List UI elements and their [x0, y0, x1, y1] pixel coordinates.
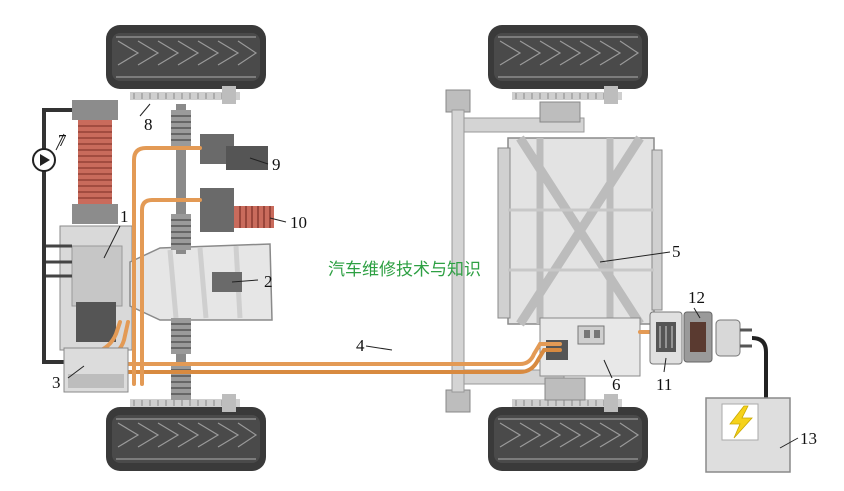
- callout-3: 3: [52, 373, 61, 392]
- lightning-icon: [729, 405, 753, 439]
- callout-5: 5: [672, 242, 681, 261]
- rear-left-tire: [105, 406, 267, 472]
- brake-disc-fr: [511, 86, 623, 104]
- callout-1: 1: [120, 207, 129, 226]
- onboard-charger: [200, 188, 274, 232]
- brake-disc-fl: [129, 86, 241, 104]
- callout-10: 10: [290, 213, 307, 232]
- callout-8: 8: [144, 115, 153, 134]
- callout-9: 9: [272, 155, 281, 174]
- watermark-text: 汽车维修技术与知识: [328, 260, 481, 280]
- callout-2: 2: [264, 272, 273, 291]
- front-right-tire: [487, 24, 649, 90]
- callout-4: 4: [356, 336, 365, 355]
- callout-13: 13: [800, 429, 817, 448]
- rear-inverter: [539, 317, 641, 377]
- callout-12: 12: [688, 288, 705, 307]
- hv-junction-box: [63, 347, 129, 393]
- callout-6: 6: [612, 375, 621, 394]
- hv-cables: [68, 146, 654, 386]
- leader-lines: [55, 103, 799, 449]
- pump-icon: [32, 148, 56, 172]
- charging-socket: [649, 311, 683, 365]
- cooling-radiator: [72, 100, 118, 224]
- callout-11: 11: [656, 375, 672, 394]
- rear-right-tire: [487, 406, 649, 472]
- brake-disc-rl: [129, 394, 241, 412]
- front-motor: [46, 225, 133, 351]
- coolant-line: [42, 108, 72, 364]
- charging-connector: [683, 311, 752, 363]
- front-drive-shaft: [170, 104, 192, 401]
- chassis-frame: [445, 89, 586, 413]
- callout-7: 7: [58, 131, 67, 150]
- rear-motor-housing: [497, 135, 663, 327]
- front-left-tire: [105, 24, 267, 90]
- dc-dc-converter: [200, 134, 268, 170]
- charging-station: [705, 397, 791, 473]
- charger-cable: [751, 336, 768, 398]
- front-gearbox: [129, 243, 273, 321]
- brake-disc-rr: [511, 394, 623, 412]
